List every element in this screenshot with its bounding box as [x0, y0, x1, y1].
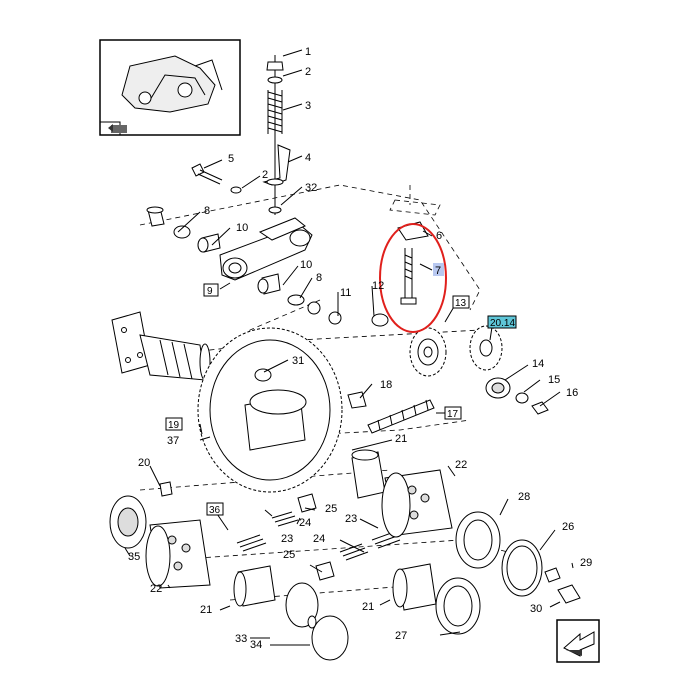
highlight-ring [379, 223, 447, 333]
callout-10-b[interactable]: 10 [300, 259, 312, 271]
callout-1[interactable]: 1 [305, 46, 311, 58]
small-sprocket-2014[interactable] [469, 325, 503, 371]
drive-shaft[interactable] [111, 311, 211, 381]
ref-label: 17 [447, 409, 459, 420]
leader-lines [124, 49, 574, 646]
callout-23[interactable]: 23 [281, 533, 293, 545]
ref-label: 36 [209, 505, 221, 516]
callout-23-b[interactable]: 23 [345, 513, 357, 525]
spring-stack[interactable] [191, 55, 291, 215]
callout-27[interactable]: 27 [395, 630, 407, 642]
callout-11[interactable]: 11 [340, 287, 351, 299]
ref-box-36[interactable]: 36 [206, 502, 224, 516]
ref-box-9[interactable]: 9 [203, 283, 219, 297]
callout-21-b[interactable]: 21 [200, 604, 212, 616]
callout-16[interactable]: 16 [566, 387, 578, 399]
callout-26[interactable]: 26 [562, 521, 574, 533]
callout-3[interactable]: 3 [305, 100, 311, 112]
callout-2[interactable]: 2 [305, 66, 311, 78]
callout-7[interactable]: 7 [435, 265, 441, 277]
callout-labels[interactable]: 1 2 3 4 5 2 32 8 10 6 7 10 8 12 11 31 14… [128, 46, 592, 651]
rocker-arm[interactable] [146, 206, 342, 325]
callout-34[interactable]: 34 [250, 639, 262, 651]
callout-22-b[interactable]: 22 [150, 583, 162, 595]
callout-30[interactable]: 30 [530, 603, 542, 615]
callout-33[interactable]: 33 [235, 633, 247, 645]
callout-8[interactable]: 8 [204, 205, 210, 217]
ref-box-19[interactable]: 19 [165, 417, 183, 431]
ref-label: 19 [168, 420, 180, 431]
selected-callout-7 [433, 263, 444, 276]
ref-label: 20.14 [490, 318, 515, 329]
small-sprocket-13[interactable] [371, 313, 447, 377]
callout-20[interactable]: 20 [138, 457, 150, 469]
callout-21-c[interactable]: 21 [362, 601, 374, 613]
overview-thumbnail[interactable] [99, 39, 241, 136]
bearing-nut-group[interactable] [485, 377, 549, 415]
springs-pins[interactable] [236, 493, 401, 581]
ref-box-13[interactable]: 13 [452, 295, 470, 309]
callout-35[interactable]: 35 [128, 551, 140, 563]
large-sprocket[interactable] [197, 327, 343, 493]
ref-label: 9 [207, 286, 213, 297]
ref-label: 13 [455, 298, 467, 309]
callout-31[interactable]: 31 [292, 355, 304, 367]
callout-15[interactable]: 15 [548, 374, 560, 386]
callout-10[interactable]: 10 [236, 222, 248, 234]
next-page-arrow-icon[interactable] [556, 619, 600, 663]
callout-2-b[interactable]: 2 [262, 169, 268, 181]
right-clutch[interactable] [351, 449, 581, 635]
callout-14[interactable]: 14 [532, 358, 544, 370]
callout-25-b[interactable]: 25 [283, 549, 295, 561]
left-clutch[interactable] [109, 481, 349, 661]
ref-box-2014[interactable]: 20.14 [487, 315, 517, 329]
callout-28[interactable]: 28 [518, 491, 530, 503]
callout-37[interactable]: 37 [167, 435, 179, 447]
callout-8-b[interactable]: 8 [316, 272, 322, 284]
ref-box-17[interactable]: 17 [444, 406, 462, 420]
callout-18[interactable]: 18 [380, 379, 392, 391]
callout-21[interactable]: 21 [395, 433, 407, 445]
callout-24-b[interactable]: 24 [313, 533, 325, 545]
callout-32[interactable]: 32 [305, 182, 317, 194]
callout-24[interactable]: 24 [299, 517, 311, 529]
callout-22[interactable]: 22 [455, 459, 467, 471]
callout-6[interactable]: 6 [436, 230, 442, 242]
bolt-assembly[interactable] [397, 221, 429, 305]
callout-25[interactable]: 25 [325, 503, 337, 515]
callout-12[interactable]: 12 [372, 280, 384, 292]
callout-4[interactable]: 4 [305, 152, 311, 164]
callout-5[interactable]: 5 [228, 153, 234, 165]
callout-29[interactable]: 29 [580, 557, 592, 569]
